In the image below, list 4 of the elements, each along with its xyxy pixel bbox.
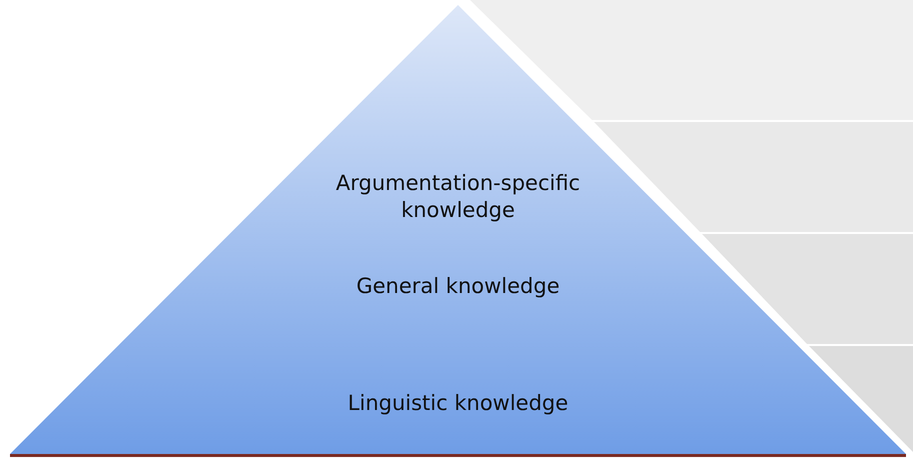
pyramid (10, 5, 906, 457)
pyramid-label: Linguistic knowledge (346, 390, 570, 417)
pyramid-label: General knowledge (355, 273, 561, 300)
pyramid-label: Argumentation-specific knowledge (334, 170, 582, 224)
